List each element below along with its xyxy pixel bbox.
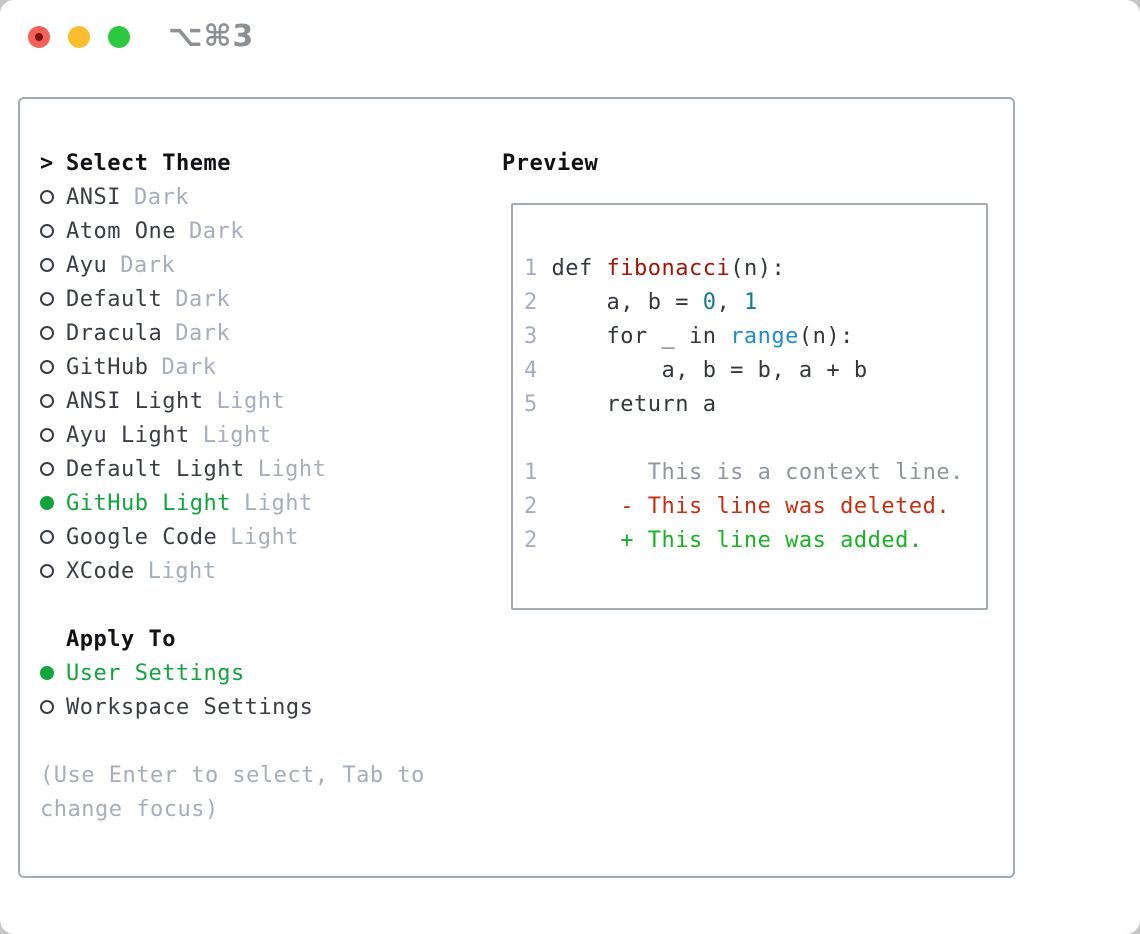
window-title: ⌥⌘3: [168, 19, 255, 54]
theme-option[interactable]: Default Dark: [40, 282, 425, 316]
option-tag: Light: [202, 422, 272, 448]
radio-icon: [40, 462, 54, 476]
option-tag: Light: [216, 388, 286, 414]
option-tag: Dark: [161, 354, 217, 380]
radio-icon: [40, 360, 54, 374]
cursor-indicator: >: [40, 150, 54, 176]
indent-slot: [40, 326, 66, 340]
theme-options-list: ANSI Dark Atom One Dark Ayu Dark Default…: [40, 180, 425, 588]
radio-icon: [40, 700, 54, 714]
option-tag: Dark: [133, 184, 189, 210]
radio-icon: [40, 190, 54, 204]
radio-icon: [40, 530, 54, 544]
option-tag: Dark: [120, 252, 176, 278]
window-titlebar: ⌥⌘3: [0, 0, 1140, 72]
apply-to-header: Apply To: [40, 622, 425, 656]
radio-icon: [40, 496, 54, 510]
option-name: User Settings: [66, 660, 245, 686]
indent-slot: [40, 224, 66, 238]
code-line: 2 a, b = 0, 1: [524, 290, 758, 315]
option-tag: Dark: [188, 218, 244, 244]
option-name: Dracula: [66, 320, 163, 346]
radio-icon: [40, 326, 54, 340]
apply-to-option[interactable]: Workspace Settings: [40, 690, 425, 724]
code-line: 4 a, b = b, a + b: [524, 358, 868, 383]
option-tag: Dark: [175, 286, 231, 312]
apply-to-options-list: User Settings Workspace Settings: [40, 656, 425, 724]
code-line: 1 This is a context line.: [524, 460, 964, 485]
minimize-button[interactable]: [68, 26, 90, 48]
radio-icon: [40, 224, 54, 238]
preview-title: Preview: [502, 150, 599, 176]
option-name: ANSI Light: [66, 388, 204, 414]
option-name: ANSI: [66, 184, 121, 210]
option-name: Google Code: [66, 524, 218, 550]
select-theme-header: > Select Theme: [40, 146, 425, 180]
radio-icon: [40, 666, 54, 680]
option-tag: Dark: [175, 320, 231, 346]
indent-slot: [40, 258, 66, 272]
option-name: XCode: [66, 558, 135, 584]
indent-slot: [40, 496, 66, 510]
theme-option[interactable]: Google Code Light: [40, 520, 425, 554]
code-preview: 1 def fibonacci(n): 2 a, b = 0, 1 3 for _ …: [513, 205, 986, 558]
radio-icon: [40, 292, 54, 306]
radio-icon: [40, 258, 54, 272]
option-tag: Light: [147, 558, 217, 584]
option-name: GitHub Light: [66, 490, 231, 516]
radio-icon: [40, 394, 54, 408]
zoom-button[interactable]: [108, 26, 130, 48]
theme-option[interactable]: Ayu Light Light: [40, 418, 425, 452]
apply-to-label: Apply To: [66, 626, 176, 652]
option-name: GitHub: [66, 354, 149, 380]
option-name: Ayu Light: [66, 422, 190, 448]
indent-slot: [40, 564, 66, 578]
theme-option[interactable]: ANSI Dark: [40, 180, 425, 214]
option-name: Ayu: [66, 252, 108, 278]
option-tag: Light: [257, 456, 327, 482]
option-name: Atom One: [66, 218, 176, 244]
theme-option[interactable]: Ayu Dark: [40, 248, 425, 282]
indent-slot: [40, 666, 66, 680]
indent-slot: [40, 292, 66, 306]
indent-slot: [40, 190, 66, 204]
code-line: 5 return a: [524, 392, 717, 417]
theme-list-column: > Select Theme ANSI Dark Atom One Dark A…: [40, 146, 425, 826]
close-icon: [35, 33, 43, 41]
theme-option[interactable]: Atom One Dark: [40, 214, 425, 248]
indent-slot: [40, 530, 66, 544]
option-name: Workspace Settings: [66, 694, 314, 720]
radio-icon: [40, 564, 54, 578]
option-name: Default: [66, 286, 163, 312]
code-line: [524, 422, 986, 456]
indent-slot: [40, 428, 66, 442]
select-theme-label: Select Theme: [66, 150, 231, 176]
apply-to-option[interactable]: User Settings: [40, 656, 425, 690]
theme-picker-panel: > Select Theme ANSI Dark Atom One Dark A…: [18, 97, 1015, 878]
indent-slot: [40, 360, 66, 374]
radio-icon: [40, 428, 54, 442]
indent-slot: [40, 462, 66, 476]
code-line: 2 + This line was added.: [524, 528, 923, 553]
option-name: Default Light: [66, 456, 245, 482]
option-tag: Light: [243, 490, 313, 516]
code-line: 1 def fibonacci(n):: [524, 256, 786, 281]
option-tag: Light: [230, 524, 299, 550]
indent-slot: [40, 394, 66, 408]
preview-box: 1 def fibonacci(n): 2 a, b = 0, 1 3 for _ …: [511, 203, 988, 610]
spacer: [40, 588, 425, 622]
theme-option[interactable]: ANSI Light Light: [40, 384, 425, 418]
hint-text-line1: (Use Enter to select, Tab to: [40, 762, 425, 788]
close-button[interactable]: [28, 26, 50, 48]
theme-option[interactable]: GitHub Light Light: [40, 486, 425, 520]
spacer: [40, 724, 425, 758]
code-line: 2 - This line was deleted.: [524, 494, 951, 519]
theme-option[interactable]: Default Light Light: [40, 452, 425, 486]
hint-text-line2: change focus): [40, 796, 219, 822]
indent-slot: [40, 700, 66, 714]
theme-option[interactable]: XCode Light: [40, 554, 425, 588]
code-line: 3 for _ in range(n):: [524, 324, 854, 349]
theme-option[interactable]: GitHub Dark: [40, 350, 425, 384]
theme-option[interactable]: Dracula Dark: [40, 316, 425, 350]
